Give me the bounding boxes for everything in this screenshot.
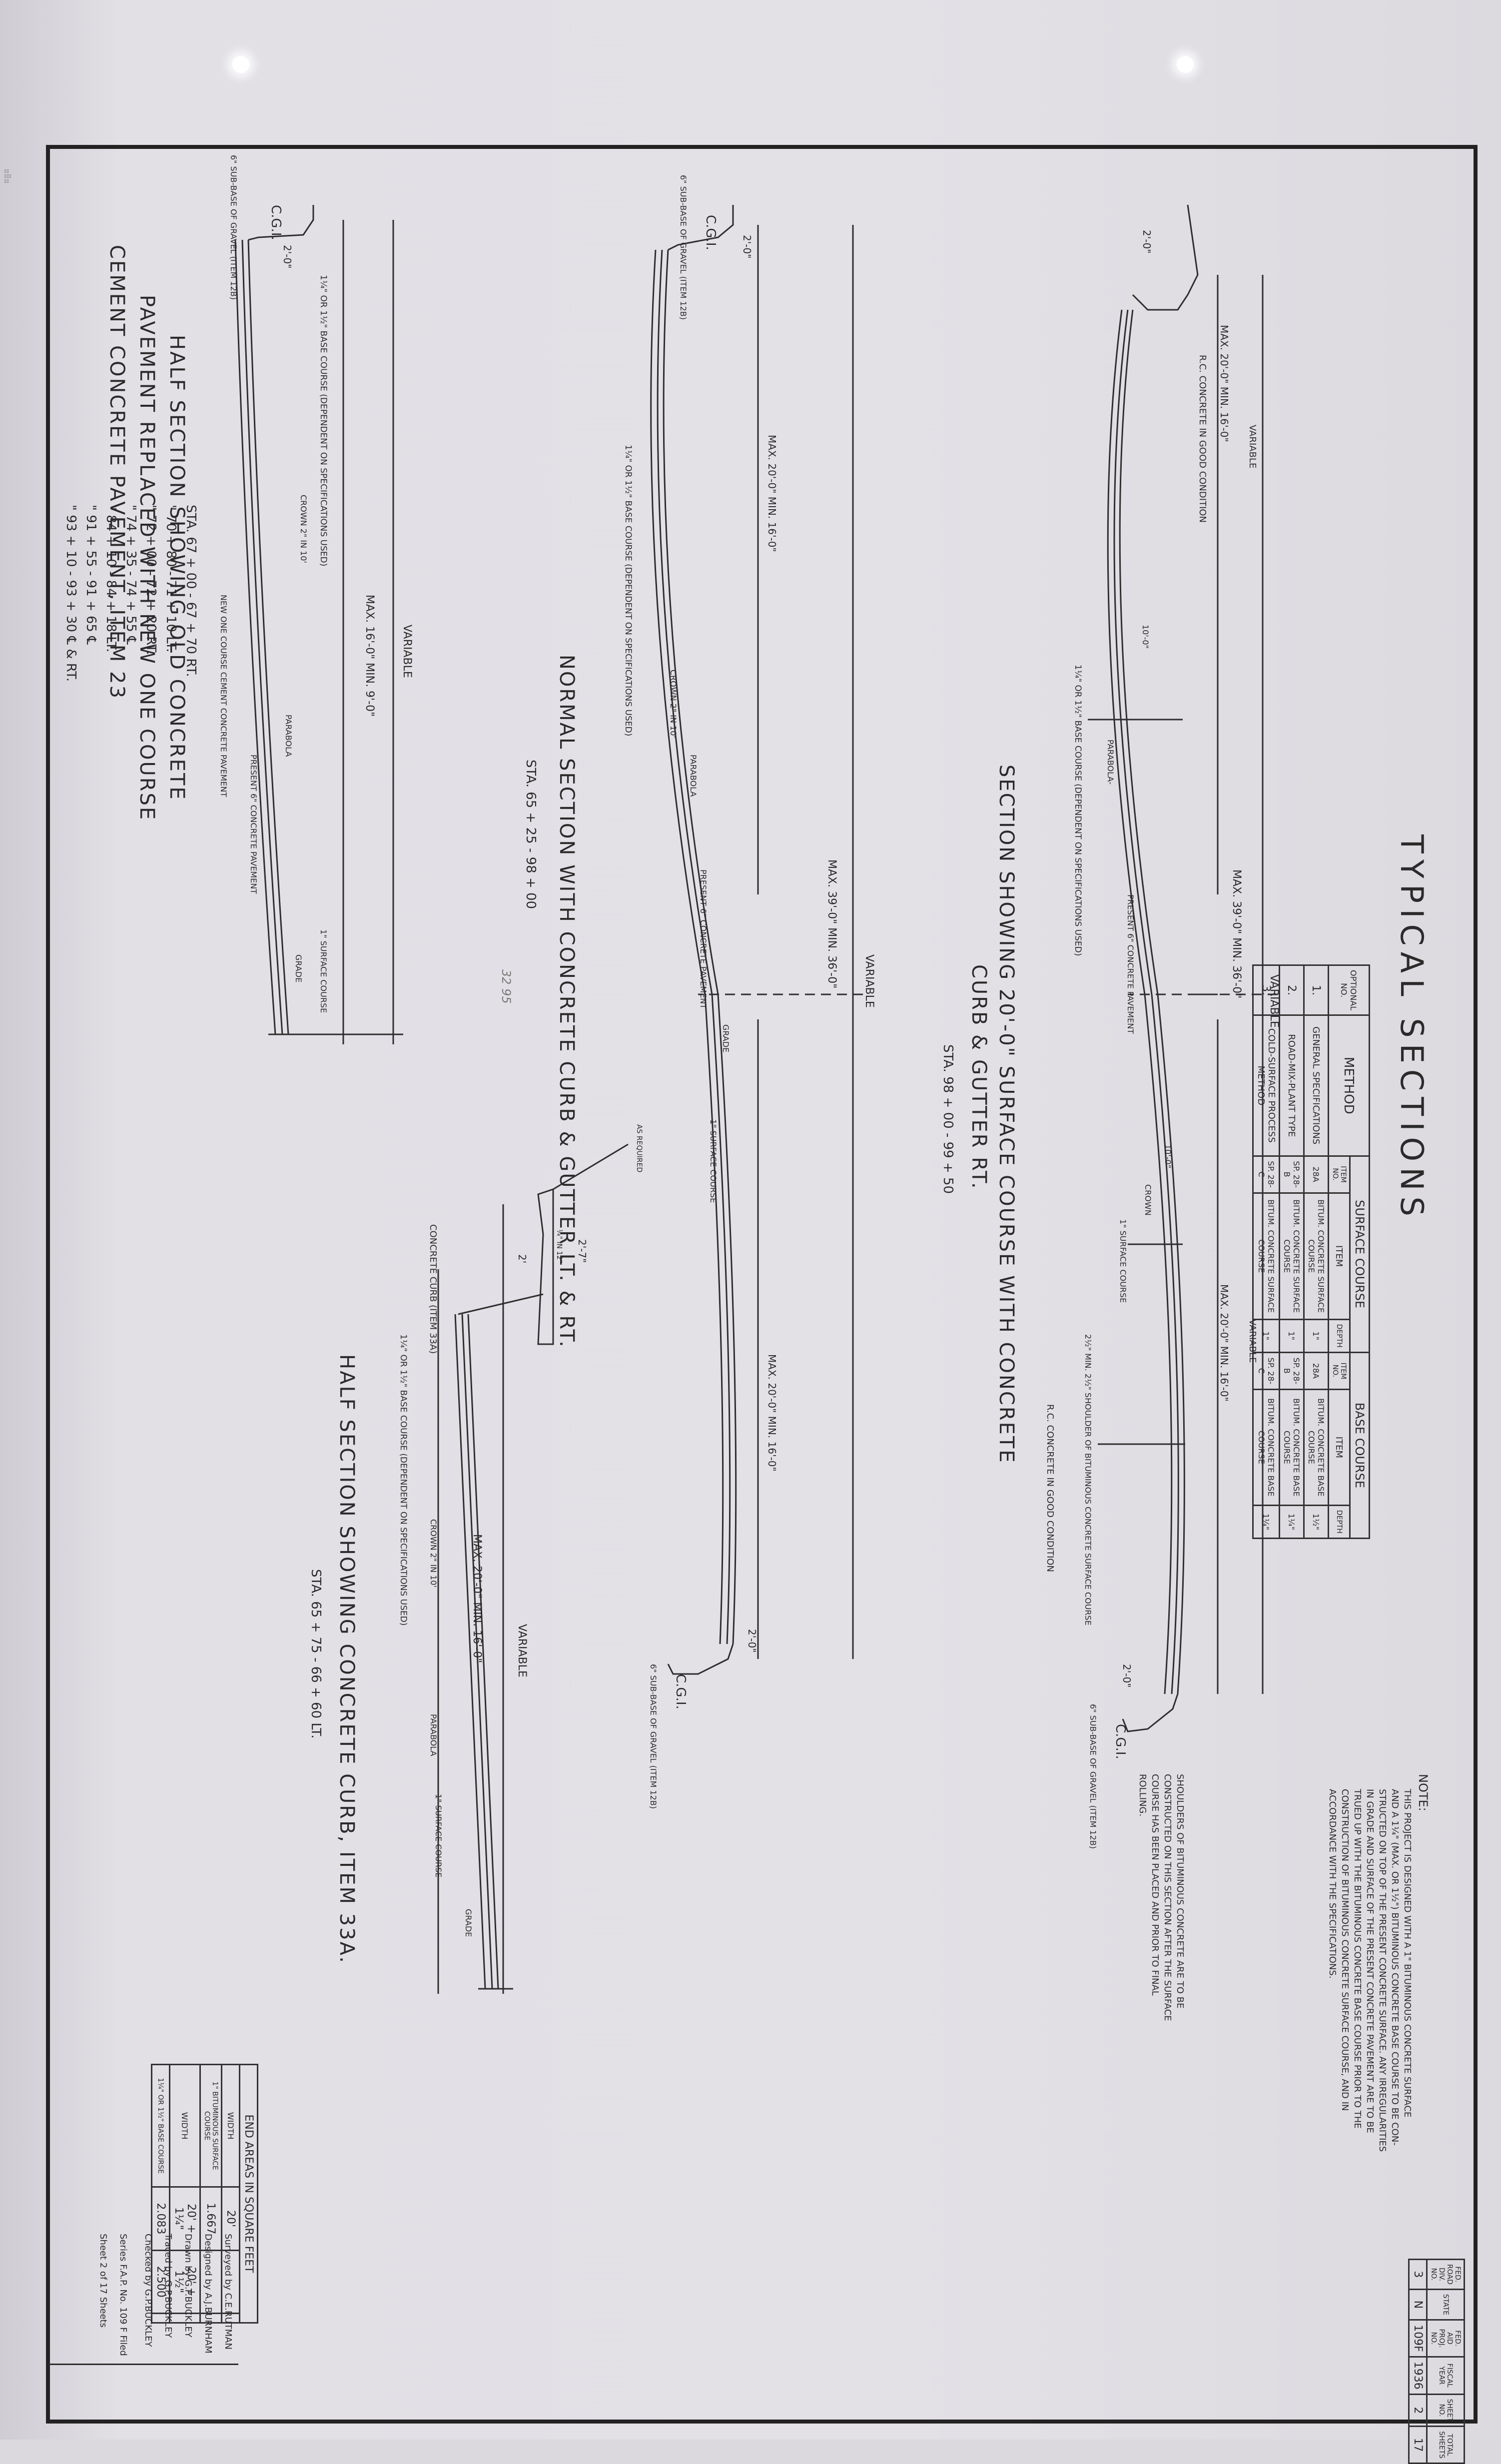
sec4-dim-2: 2' xyxy=(516,1254,528,1264)
sec4-parabola: PARABOLA xyxy=(429,1714,438,1756)
sec4-surface: 1" SURFACE COURSE xyxy=(434,1794,443,1878)
credit-line: Surveyed by C.E.RUTMAN xyxy=(223,2234,233,2350)
sec4-dim-2-7: 2'-7" xyxy=(576,1239,588,1263)
sec4-station: STA. 65 + 75 - 66 + 60 LT. xyxy=(308,1569,323,1739)
credit-line: Checked by G.P.BUCKLEY xyxy=(143,2234,153,2347)
sec4-title-line: HALF SECTION SHOWING CONCRETE CURB, ITEM… xyxy=(335,1354,358,1964)
sec4-slope: ¼" IN 12" xyxy=(555,1229,563,1263)
sheet-border xyxy=(46,145,1478,2424)
credit-line: Sheet 2 of 17 Sheets xyxy=(98,2234,108,2328)
sec4-variable: VARIABLE xyxy=(516,1624,528,1677)
punch-hole xyxy=(1177,56,1194,73)
end-areas-cell: 1¼" OR 1½" BASE COURSE xyxy=(151,2064,170,2187)
rotated-drawing-area: TYPICAL SECTIONS FED. ROAD DIV. NO. STAT… xyxy=(46,145,1478,2464)
section-drawing-2 xyxy=(650,205,863,1675)
section-drawing-1 xyxy=(1088,204,1278,1732)
punch-hole xyxy=(232,56,249,73)
section-drawing-3 xyxy=(234,205,403,1044)
credit-line: Traced by G.P.BUCKLEY xyxy=(163,2234,173,2338)
sec4-curb: CONCRETE CURB (ITEM 33A) xyxy=(428,1224,438,1354)
credit-line: Designed by A.J.BURNHAM xyxy=(203,2234,213,2354)
sec4-as-required: AS REQUIRED xyxy=(635,1124,643,1173)
drawing-content: TYPICAL SECTIONS FED. ROAD DIV. NO. STAT… xyxy=(46,145,1478,2464)
section-drawing-4 xyxy=(437,1143,629,1994)
end-areas-cell: 1" BITUMINOUS SURFACE COURSE xyxy=(200,2064,222,2187)
sec4-grade: GRADE xyxy=(464,1909,473,1937)
sec4-max-min: MAX. 20'-0" MIN. 16'-0" xyxy=(471,1534,483,1663)
title-block-header: TOTAL SHEETS xyxy=(1427,2426,1465,2464)
end-areas-cell: WIDTH xyxy=(169,2064,200,2187)
credit-line: Drawn by G.P.BUCKLEY xyxy=(183,2234,193,2338)
credit-line: Series F.A.P. No. 109 F Filed xyxy=(118,2234,128,2356)
title-block-value: 17 xyxy=(1409,2426,1427,2464)
credits-divider xyxy=(48,2364,238,2365)
margin-stamp: ▯▯▯▯▯▯▯ xyxy=(4,169,11,184)
sec4-crown: CROWN 2" IN 10' xyxy=(429,1519,438,1588)
end-areas-title: END AREAS IN SQUARE FEET xyxy=(239,2064,258,2323)
sec4-base: 1¼" OR 1½" BASE COURSE (DEPENDENT ON SPE… xyxy=(398,1334,408,1626)
end-areas-cell: WIDTH xyxy=(221,2064,240,2187)
